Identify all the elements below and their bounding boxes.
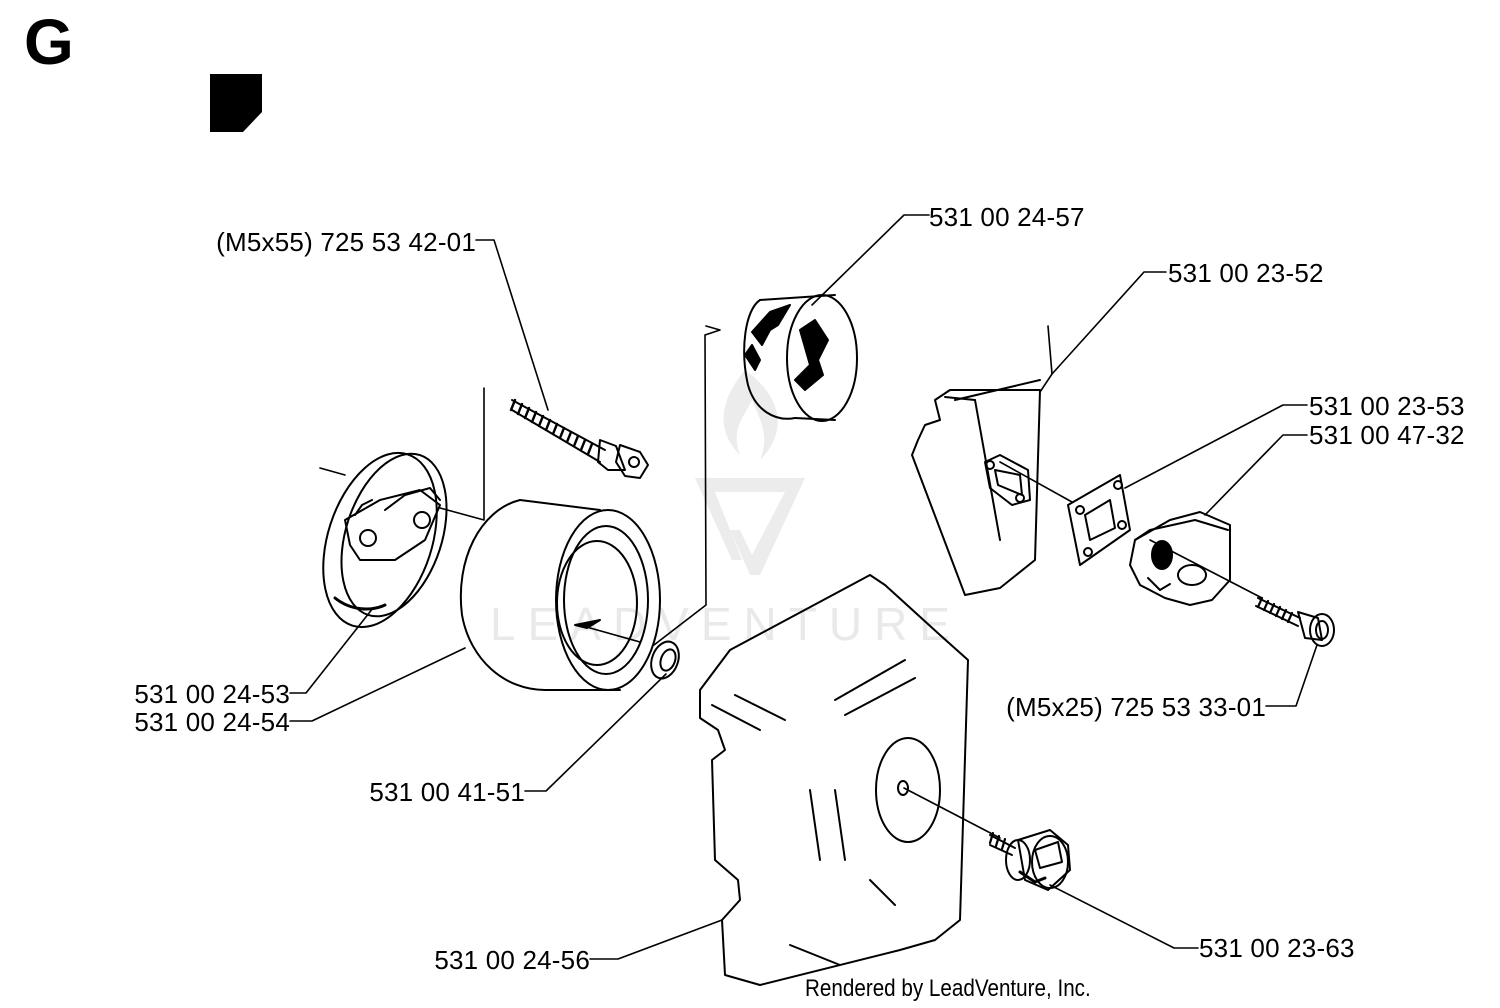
gasket: [1067, 474, 1131, 566]
part-label-531-00-47-32: 531 00 47-32: [1309, 420, 1465, 450]
air-filter-cylinder: [459, 499, 661, 691]
page-tab-marker: [210, 74, 262, 132]
part-label-screw-m5x25: (M5x25) 725 53 33-01: [1006, 692, 1266, 722]
part-label-531-00-41-51: 531 00 41-51: [369, 777, 525, 807]
leader-lines: [289, 214, 1318, 960]
part-label-531-00-23-52: 531 00 23-52: [1168, 258, 1324, 288]
part-label-531-00-23-53: 531 00 23-53: [1309, 391, 1465, 421]
bracket-plate: [911, 379, 1041, 596]
render-credit: Rendered by LeadVenture, Inc.: [805, 975, 1091, 1002]
part-label-531-00-24-53: 531 00 24-53: [134, 679, 290, 709]
section-letter: G: [24, 6, 74, 78]
pulley-clutch-drum: [322, 451, 448, 629]
air-filter-cover: [699, 574, 969, 986]
filter-sleeve: [743, 294, 858, 422]
part-label-531-00-24-54: 531 00 24-54: [134, 707, 290, 737]
part-label-531-00-23-63: 531 00 23-63: [1199, 933, 1355, 963]
part-label-531-00-24-57: 531 00 24-57: [929, 202, 1085, 232]
screw-m5x25: [1255, 596, 1335, 647]
watermark-logo: [695, 370, 805, 575]
intake-block: [1129, 511, 1231, 606]
screw-m5x55: [509, 398, 649, 479]
knob: [988, 829, 1071, 891]
washer-clip: [650, 640, 680, 680]
part-label-531-00-24-56: 531 00 24-56: [434, 945, 590, 975]
part-label-screw-m5x55: (M5x55) 725 53 42-01: [216, 227, 476, 257]
